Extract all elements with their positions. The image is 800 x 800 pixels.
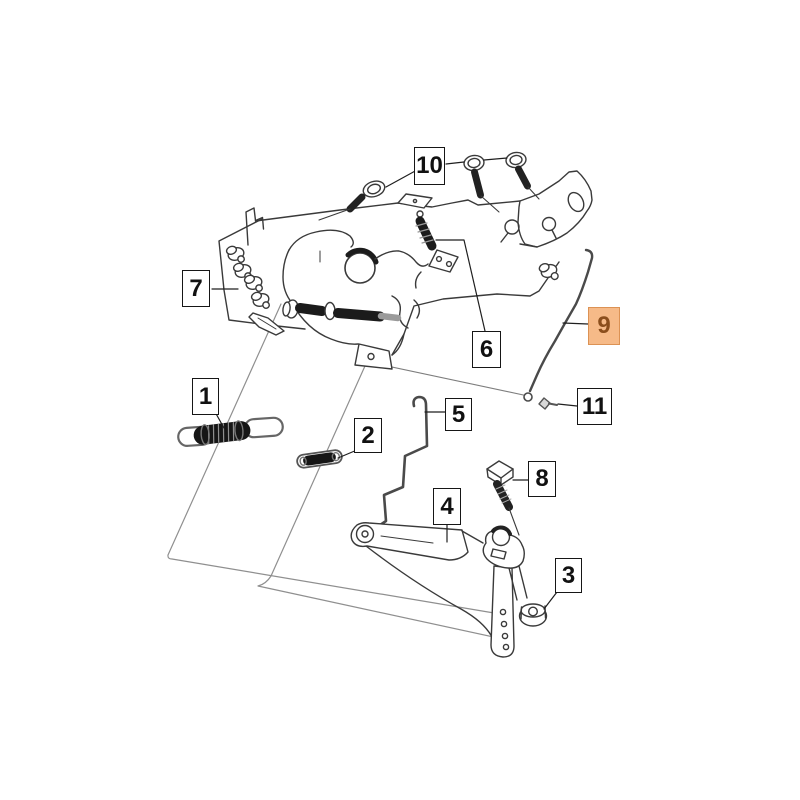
callout-4[interactable]: 4 [433,488,461,525]
callout-9-highlighted[interactable]: 9 [588,307,620,345]
flange-nut [518,603,548,627]
tension-spring-small [296,449,343,469]
callout-6[interactable]: 6 [472,331,501,368]
callout-11[interactable]: 11 [577,388,612,425]
carriage-bolt [486,460,520,536]
tension-spring-large [177,416,284,447]
pedal-assembly [248,210,459,370]
panel-outline-lines [167,303,513,642]
flange-bolts [318,151,540,221]
callout-8[interactable]: 8 [528,461,556,497]
small-spring [415,210,437,251]
upper-bracket-plate [245,170,593,356]
control-rod [375,395,429,529]
cotter-pin [538,397,558,410]
callout-10[interactable]: 10 [414,147,445,185]
callout-3[interactable]: 3 [555,558,582,593]
release-rod [523,248,594,402]
lower-lever-assembly [350,522,548,658]
callout-1[interactable]: 1 [192,378,219,415]
callout-5[interactable]: 5 [445,398,472,431]
callout-2[interactable]: 2 [354,418,382,453]
callout-7[interactable]: 7 [182,270,210,307]
